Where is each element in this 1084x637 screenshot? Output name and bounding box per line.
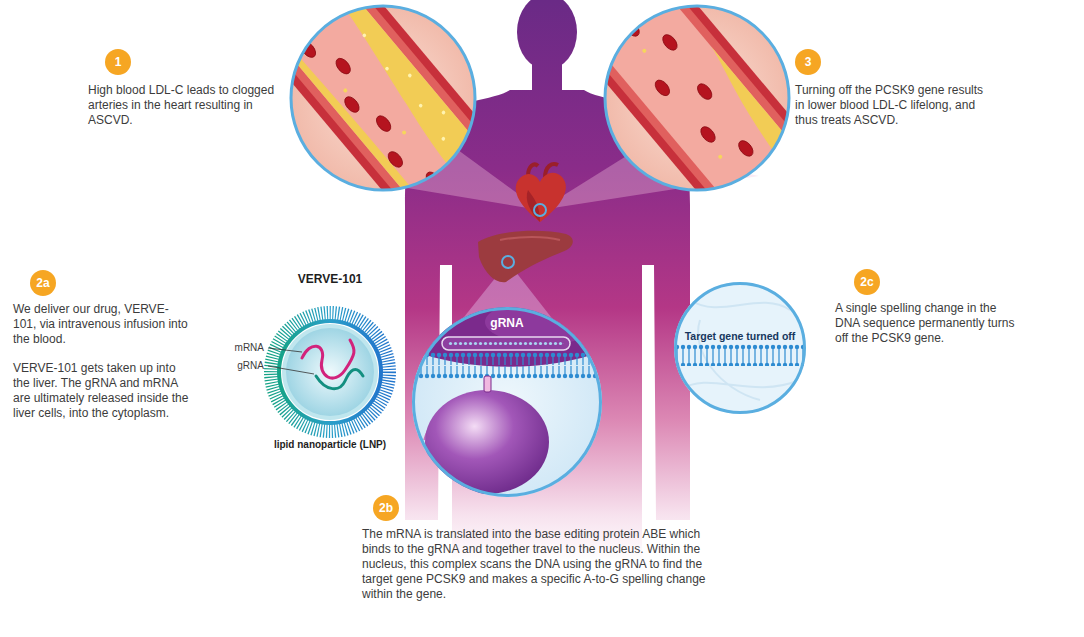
- guide-bases: [448, 340, 564, 347]
- liver: [478, 231, 573, 282]
- drug-name: VERVE-101: [298, 272, 362, 286]
- target-marker: [534, 204, 546, 216]
- dna-strand: [412, 352, 602, 365]
- callout-number: 2c: [860, 276, 873, 288]
- nucleus-ground: [674, 282, 806, 414]
- zoom-outline: [676, 284, 805, 413]
- step-text: The mRNA is translated into the base edi…: [362, 527, 714, 602]
- lipid-nanoparticle: [268, 313, 389, 431]
- leader-line: [268, 366, 314, 374]
- lipid-membrane: [279, 321, 381, 423]
- step-description: The mRNA is translated into the base edi…: [362, 527, 714, 602]
- heart: [516, 164, 566, 222]
- liver-shape: [478, 231, 573, 282]
- artery-wall: [542, 0, 852, 267]
- ldl-particles: [634, 48, 731, 160]
- lipid-bristles: [271, 313, 389, 431]
- clear-artery: [542, 0, 852, 267]
- step-text: High blood LDL-C leads to clogged arteri…: [88, 83, 283, 128]
- artery-wall: [228, 0, 538, 267]
- leader-line: [268, 348, 302, 352]
- ldl-particles: [291, 21, 440, 190]
- dna-strand: [674, 344, 806, 355]
- mrna-strand: [302, 340, 354, 378]
- plaque: [240, 0, 465, 257]
- zoom-outline: [291, 6, 475, 190]
- zoom-outline: [674, 282, 806, 414]
- part-label-box: mRNA: [210, 341, 264, 354]
- artery-wall: [548, 0, 846, 262]
- callout-number: 2a: [36, 277, 49, 289]
- step-description: Turning off the PCSK9 gene results in lo…: [795, 83, 985, 128]
- figure-caption: lipid nanoparticle (LNP): [274, 439, 386, 450]
- plaque-dots: [332, 0, 504, 195]
- liver-highlight: [500, 237, 560, 240]
- guide-rna: [442, 337, 570, 350]
- step-description: High blood LDL-C leads to clogged arteri…: [88, 83, 283, 128]
- editor-protein: [400, 300, 615, 367]
- part-label-box: gRNA: [210, 359, 264, 372]
- plaque: [278, 0, 526, 224]
- blood-cells: [273, 2, 469, 227]
- particle-core: [282, 324, 378, 420]
- base-editor-zoom: [400, 300, 615, 497]
- particle-core: [286, 328, 374, 416]
- strand-label: gRNA: [490, 316, 523, 330]
- callout-number: 1: [115, 56, 122, 68]
- artery-wall: [234, 0, 532, 262]
- callout-number: 3: [795, 49, 821, 75]
- step-text: A single spelling change in the DNA sequ…: [835, 301, 1020, 346]
- head: [517, 0, 577, 70]
- callout-number: 2a: [30, 270, 56, 296]
- deaminase-domain: [425, 390, 549, 494]
- step-text: Turning off the PCSK9 gene results in lo…: [795, 83, 985, 128]
- callout-number: 3: [805, 56, 812, 68]
- edited-dna-zoom: [674, 282, 806, 414]
- step-text: VERVE-101 gets taken up into the liver. …: [13, 361, 191, 421]
- clogged-artery: [228, 0, 538, 267]
- callout-number: 2c: [854, 269, 880, 295]
- step-description: A single spelling change in the DNA sequ…: [835, 301, 1020, 346]
- zoom-caption: Target gene turned off: [685, 330, 796, 343]
- zoom-outline: [412, 307, 602, 497]
- heart-shade: [527, 190, 540, 222]
- step-description: We deliver our drug, VERVE-101, via intr…: [13, 302, 191, 421]
- artery-lumen: [554, 0, 840, 257]
- callout-number: 1: [105, 49, 131, 75]
- callout-number: 2b: [379, 502, 393, 514]
- nanoparticle-figure: VERVE-101 lipid nanoparticle (LNP): [252, 268, 408, 452]
- zoom-circle: Target gene turned off: [674, 282, 806, 414]
- edit-site: [484, 376, 491, 392]
- callout-number: 2b: [373, 495, 399, 521]
- zoom-outline: [414, 309, 601, 496]
- step-text: We deliver our drug, VERVE-101, via intr…: [13, 302, 191, 347]
- artery-lumen: [240, 0, 526, 257]
- zoom-outline: [605, 6, 789, 190]
- dna-strand: [674, 355, 806, 366]
- heart-shape: [516, 173, 566, 222]
- dna-strand: [412, 366, 602, 379]
- part-label: gRNA: [210, 359, 264, 372]
- target-marker: [502, 256, 514, 268]
- part-label: mRNA: [210, 341, 264, 354]
- blood-cells: [587, 0, 813, 230]
- grna-strand: [316, 369, 363, 388]
- zoom-circle: gRNA: [412, 307, 602, 497]
